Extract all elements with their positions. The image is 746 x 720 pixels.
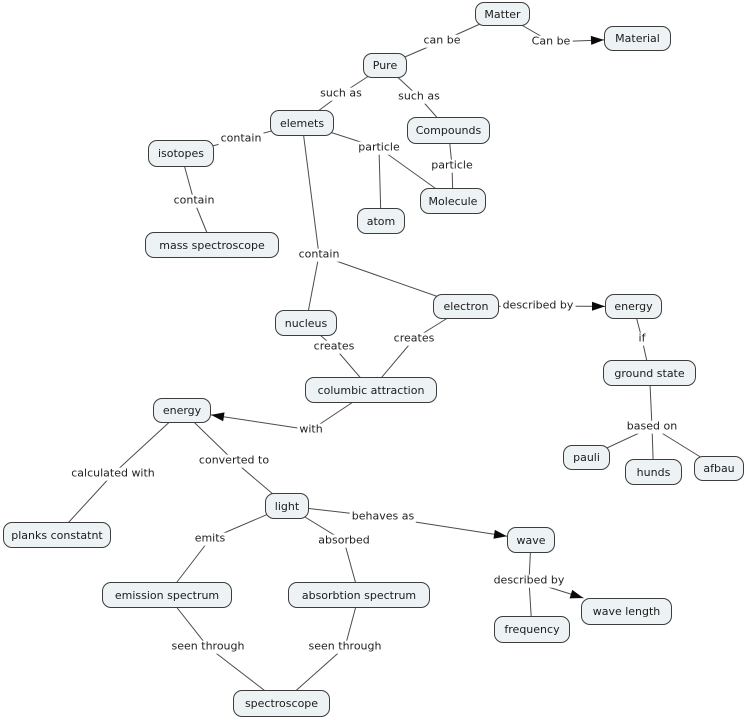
edge-label-emits[interactable]: emits <box>192 531 228 546</box>
node-electron[interactable]: electron <box>433 294 499 319</box>
arrowhead <box>569 589 584 599</box>
arrowhead <box>493 529 507 539</box>
edge-line <box>210 414 312 431</box>
edge-label-described-by[interactable]: described by <box>491 573 567 588</box>
node-elemets[interactable]: elemets <box>270 110 334 136</box>
edge-line <box>301 122 320 256</box>
edge-label-seen-through[interactable]: seen through <box>169 639 247 654</box>
node-light[interactable]: light <box>265 493 309 519</box>
node-frequency[interactable]: frequency <box>494 616 570 643</box>
edge-label-with[interactable]: with <box>297 422 325 437</box>
node-absorbtion-spectrum[interactable]: absorbtion spectrum <box>288 582 430 608</box>
node-pauli[interactable]: pauli <box>563 445 610 470</box>
node-ground-state[interactable]: ground state <box>603 360 696 386</box>
edge-label-particle[interactable]: particle <box>356 140 402 155</box>
edge-label-such-as[interactable]: such as <box>318 86 364 101</box>
arrowhead <box>590 35 604 45</box>
node-afbau[interactable]: afbau <box>694 456 744 481</box>
edge-label-based-on[interactable]: based on <box>624 419 680 434</box>
edge-label-contain[interactable]: contain <box>218 131 264 146</box>
node-energy-l[interactable]: energy <box>153 398 211 423</box>
node-energy-e[interactable]: energy <box>605 294 662 319</box>
node-nucleus[interactable]: nucleus <box>275 310 337 336</box>
node-wave[interactable]: wave <box>507 527 555 553</box>
node-columbic[interactable]: columbic attraction <box>305 377 437 403</box>
edge-label-can-be[interactable]: Can be <box>529 34 573 49</box>
node-mass-spectroscope[interactable]: mass spectroscope <box>145 232 279 258</box>
edge-label-such-as[interactable]: such as <box>396 89 442 104</box>
edge-label-seen-through[interactable]: seen through <box>306 639 384 654</box>
edge-label-contain[interactable]: contain <box>171 193 217 208</box>
node-planks-constatnt[interactable]: planks constatnt <box>3 522 111 548</box>
edge-label-creates[interactable]: creates <box>311 339 357 354</box>
node-hunds[interactable]: hunds <box>625 459 682 485</box>
node-compounds[interactable]: Compounds <box>407 117 490 144</box>
edge-label-can-be[interactable]: can be <box>421 33 463 48</box>
node-molecule[interactable]: Molecule <box>420 188 486 214</box>
edge-label-behaves-as[interactable]: behaves as <box>349 509 417 524</box>
arrowhead <box>591 301 605 311</box>
node-material[interactable]: Material <box>604 26 671 51</box>
edge-label-particle[interactable]: particle <box>429 158 475 173</box>
node-emission-spectrum[interactable]: emission spectrum <box>102 582 232 608</box>
node-matter[interactable]: Matter <box>475 2 530 26</box>
edge-label-if[interactable]: if <box>636 331 648 346</box>
node-wave-length[interactable]: wave length <box>581 598 672 625</box>
edge-label-contain[interactable]: contain <box>296 247 342 262</box>
edge-label-described-by[interactable]: described by <box>500 298 576 313</box>
node-isotopes[interactable]: isotopes <box>148 140 214 167</box>
edge-label-creates[interactable]: creates <box>391 331 437 346</box>
node-spectroscope[interactable]: spectroscope <box>233 690 330 717</box>
edge-label-calculated-with[interactable]: calculated with <box>69 466 157 481</box>
node-pure[interactable]: Pure <box>363 53 407 78</box>
node-atom[interactable]: atom <box>357 208 405 234</box>
edge-label-converted-to[interactable]: converted to <box>196 453 272 468</box>
edge-label-absorbed[interactable]: absorbed <box>316 533 372 548</box>
arrowhead <box>211 412 225 422</box>
